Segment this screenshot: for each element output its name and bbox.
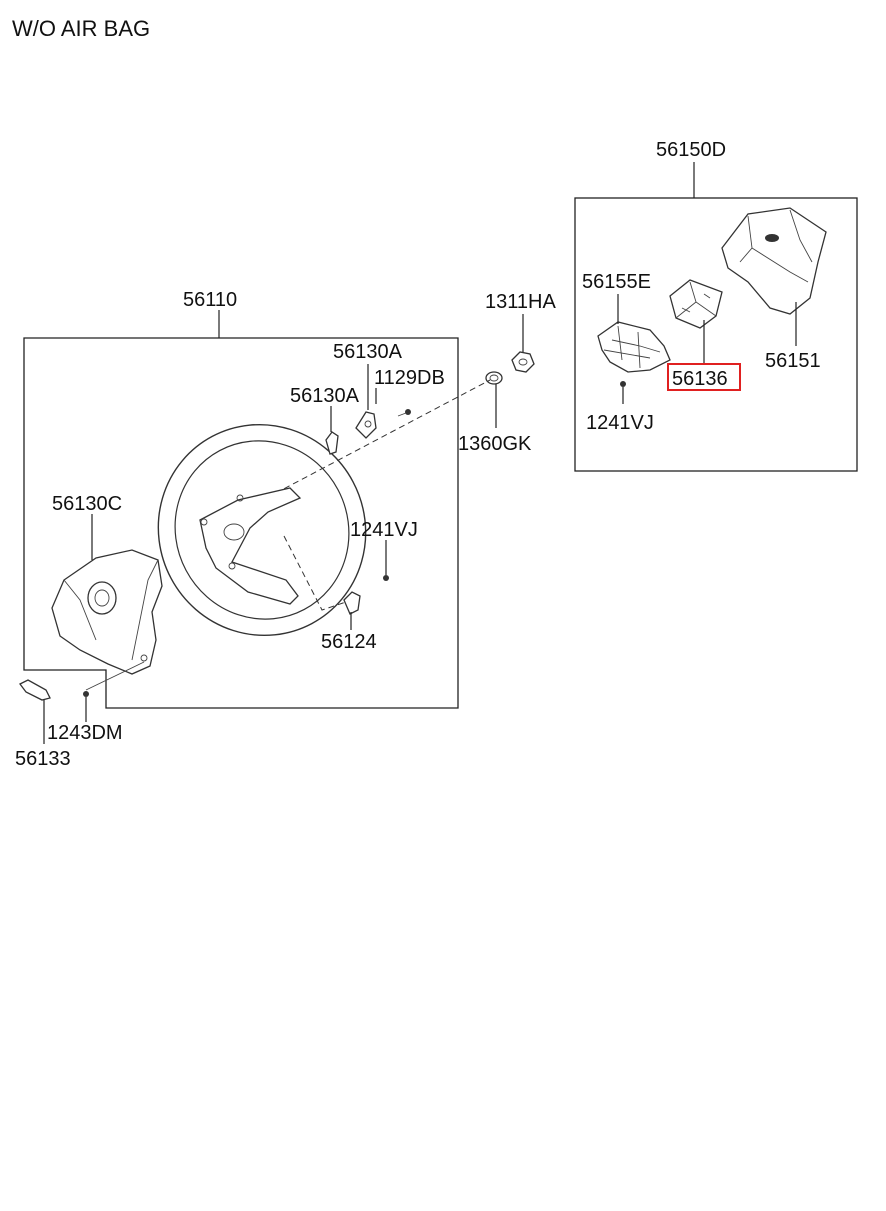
label-56130C[interactable]: 56130C bbox=[52, 493, 122, 515]
label-1129DB[interactable]: 1129DB bbox=[374, 367, 445, 389]
label-56130A-left[interactable]: 56130A bbox=[290, 385, 360, 407]
label-56130A-top[interactable]: 56130A bbox=[333, 341, 403, 363]
part-56124[interactable] bbox=[343, 591, 361, 615]
label-56133[interactable]: 56133 bbox=[15, 748, 71, 770]
group-box-56150D bbox=[574, 197, 858, 472]
part-56130C-rear-cover[interactable] bbox=[51, 549, 163, 675]
highlight-box-56136 bbox=[667, 363, 741, 391]
label-56124[interactable]: 56124 bbox=[321, 631, 377, 653]
label-1243DM[interactable]: 1243DM bbox=[47, 722, 123, 744]
group-56150D: 56150D 56151 56136 56155E 1241VJ bbox=[574, 139, 858, 472]
part-56130A-clip-left[interactable] bbox=[325, 431, 339, 455]
label-56136[interactable]: 56136 bbox=[672, 368, 728, 390]
part-1311HA-nut[interactable] bbox=[511, 351, 535, 373]
part-1129DB-screw[interactable] bbox=[397, 409, 411, 417]
part-56136-emblem[interactable] bbox=[669, 279, 723, 329]
label-56110[interactable]: 56110 bbox=[183, 289, 237, 311]
label-56151[interactable]: 56151 bbox=[765, 350, 821, 372]
label-56155E[interactable]: 56155E bbox=[582, 271, 651, 293]
part-56110-steering-wheel[interactable] bbox=[121, 388, 402, 672]
label-1241VJ-right[interactable]: 1241VJ bbox=[586, 412, 654, 434]
label-56150D[interactable]: 56150D bbox=[656, 139, 726, 161]
label-1360GK[interactable]: 1360GK bbox=[458, 433, 532, 455]
label-1241VJ-left[interactable]: 1241VJ bbox=[350, 519, 418, 541]
part-56151-cover[interactable] bbox=[721, 207, 827, 315]
part-56133-clip[interactable] bbox=[19, 679, 51, 701]
label-1311HA[interactable]: 1311HA bbox=[485, 291, 556, 313]
part-1243DM-screw[interactable] bbox=[83, 691, 89, 697]
part-56130A-clip-top[interactable] bbox=[355, 411, 377, 439]
part-56155E-bracket[interactable] bbox=[597, 321, 671, 373]
part-1241VJ-left-screw[interactable] bbox=[383, 575, 389, 581]
diagram-title: W/O AIR BAG bbox=[12, 16, 150, 41]
group-box-56110 bbox=[23, 337, 459, 709]
screw-1241VJ-right[interactable] bbox=[620, 381, 626, 387]
group-56110: 56110 56130A 56130A bbox=[23, 289, 491, 709]
part-1360GK-washer[interactable] bbox=[485, 371, 503, 385]
